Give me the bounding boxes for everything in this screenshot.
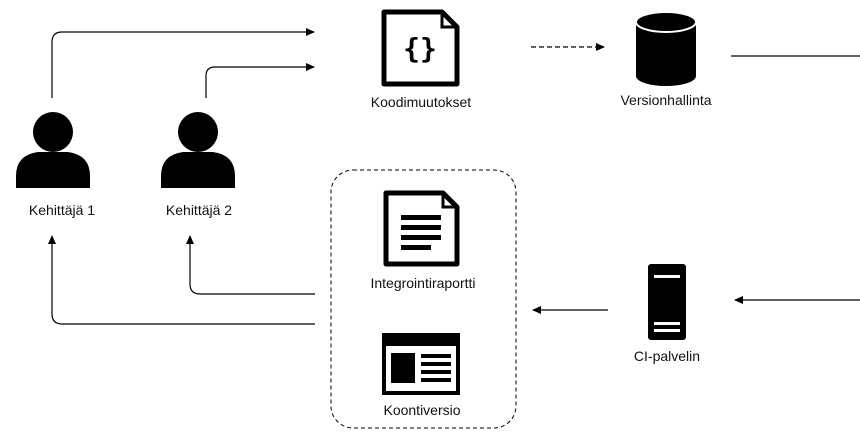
code-changes-label: Koodimuutokset [370, 94, 472, 110]
dev1-label: Kehittäjä 1 [28, 202, 96, 218]
svg-text:{}: {} [403, 32, 437, 65]
dev2-label: Kehittäjä 2 [165, 202, 233, 218]
code-file-icon: {} [381, 9, 460, 87]
document-icon [383, 190, 460, 267]
edge-dev1-to-code-changes [51, 28, 315, 98]
edge-outputs-to-dev1 [48, 235, 315, 325]
integration-report-label: Integrointiraportti [370, 275, 476, 291]
person-icon [16, 112, 90, 188]
edge-outputs-to-dev2 [186, 235, 315, 295]
ci-server-label: CI-palvelin [633, 348, 701, 364]
build-version-label: Koontiversio [383, 402, 461, 418]
person-icon [161, 112, 235, 188]
version-control-label: Versionhallinta [620, 92, 712, 108]
database-icon [635, 11, 697, 86]
server-icon [648, 264, 686, 340]
edge-dev2-to-code-changes [205, 63, 315, 98]
outputs-group-box [330, 169, 517, 429]
browser-window-icon [382, 333, 460, 395]
